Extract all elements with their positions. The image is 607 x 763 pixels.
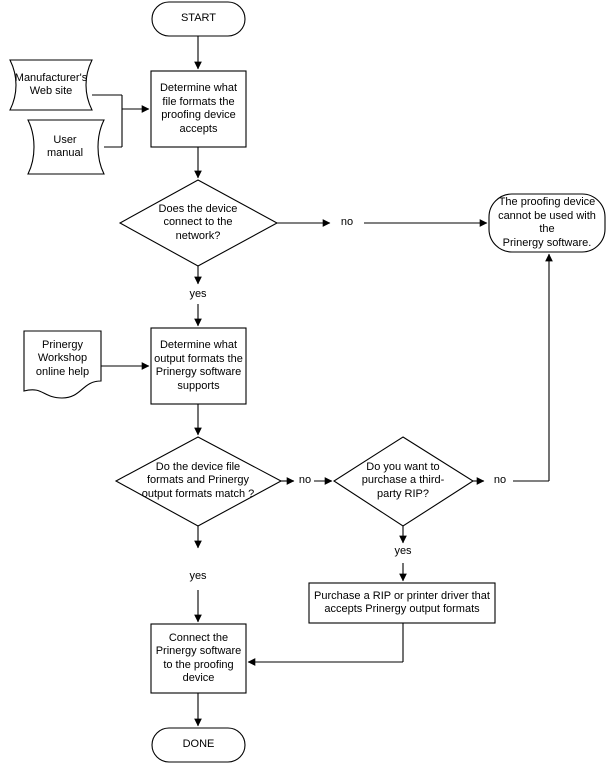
- edge-label-decision2-no: no: [298, 474, 312, 486]
- edge-label-decision1-yes: yes: [189, 288, 207, 300]
- node-start-shape: [151, 1, 246, 37]
- node-device-connect-decision-shape: [118, 179, 279, 267]
- node-manufacturer-web-site-shape: [9, 59, 93, 111]
- node-third-party-rip-decision-shape: [332, 436, 475, 527]
- node-connect-software-shape: [150, 623, 247, 694]
- node-purchase-rip-shape: [308, 582, 496, 624]
- edge-label-decision3-yes: yes: [394, 545, 412, 557]
- node-determine-file-formats-shape: [150, 70, 247, 148]
- node-cannot-be-used-shape: [488, 193, 606, 253]
- node-prinergy-workshop-help-shape: [23, 330, 102, 399]
- node-determine-output-formats-shape: [150, 327, 247, 405]
- edge-label-decision2-yes: yes: [189, 570, 207, 582]
- edge-label-decision3-no: no: [493, 474, 507, 486]
- node-formats-match-decision-shape: [114, 436, 283, 527]
- edge-label-decision1-no: no: [340, 216, 354, 228]
- node-user-manual-shape: [27, 119, 105, 175]
- node-done-shape: [151, 727, 246, 763]
